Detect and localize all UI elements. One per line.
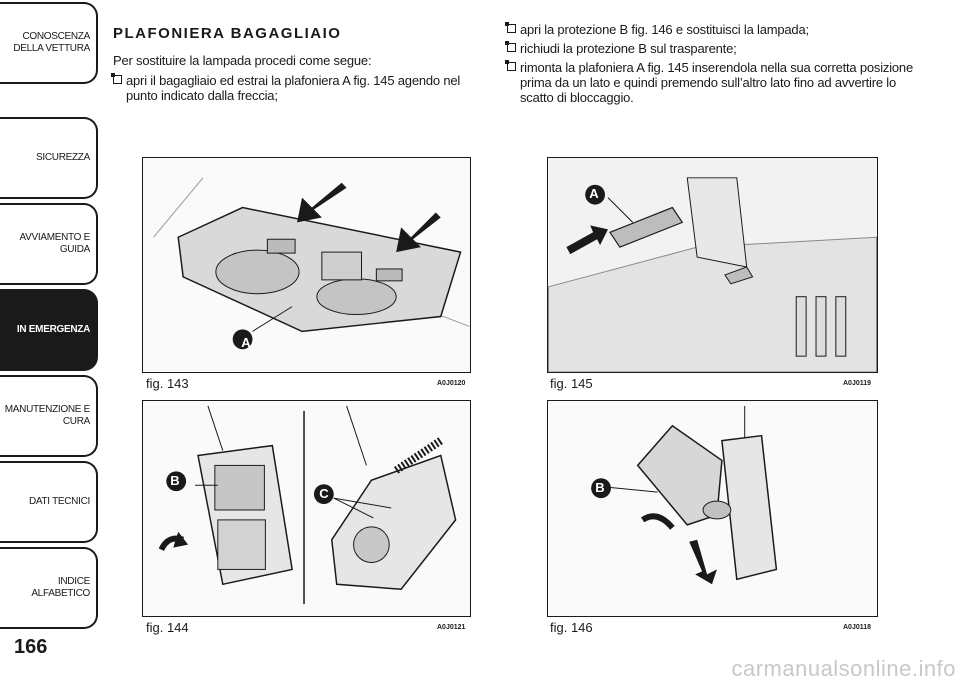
- list-item: rimonta la plafoniera A fig. 145 inseren…: [505, 60, 917, 105]
- figure-143-image: [142, 157, 471, 373]
- figure-code: A0J0119: [843, 380, 872, 387]
- callout-letter: B: [595, 480, 605, 495]
- figure-code: A0J0120: [437, 380, 466, 387]
- intro-text: Per sostituire la lampada procedi come s…: [113, 53, 372, 68]
- tab-label: IN EMERGENZA: [16, 324, 90, 335]
- callout-letter: A: [589, 186, 599, 201]
- tab-dati-tecnici[interactable]: DATI TECNICI: [0, 461, 98, 543]
- tab-label: MANUTENZIONE E CURA: [4, 404, 91, 427]
- figure-code: A0J0118: [843, 624, 872, 631]
- figure-caption: fig. 144: [146, 620, 189, 635]
- section-title: PLAFONIERA BAGAGLIAIO: [113, 25, 342, 42]
- tab-manutenzione[interactable]: MANUTENZIONE E CURA: [0, 375, 98, 457]
- checkbox-bullet-icon: [505, 60, 516, 71]
- bullet-text: richiudi la protezione B sul trasparente…: [520, 41, 737, 56]
- figure-145-image: [547, 157, 878, 373]
- tab-label: AVVIAMENTO E GUIDA: [19, 232, 91, 255]
- tab-label: SICUREZZA: [36, 152, 90, 163]
- figure-caption: fig. 146: [550, 620, 593, 635]
- lamp-cover-open-illustration: [158, 405, 457, 605]
- dome-light-illustration: [153, 177, 470, 350]
- tab-label: CONOSCENZA DELLA VETTURA: [13, 31, 90, 54]
- bullet-text: apri il bagagliaio ed estrai la plafonie…: [126, 73, 461, 103]
- left-column: PLAFONIERA BAGAGLIAIO Per sostituire la …: [111, 22, 493, 107]
- checkbox-bullet-icon: [505, 22, 516, 33]
- right-column: apri la protezione B fig. 146 e sostitui…: [505, 22, 917, 109]
- list-item: apri la protezione B fig. 146 e sostitui…: [505, 22, 917, 37]
- tab-label: DATI TECNICI: [28, 496, 90, 507]
- list-item: richiudi la protezione B sul trasparente…: [505, 41, 917, 56]
- figure-146-image: [547, 400, 878, 617]
- checkbox-bullet-icon: [505, 41, 516, 52]
- callout-letter: B: [170, 473, 180, 488]
- tab-conoscenza[interactable]: CONOSCENZA DELLA VETTURA: [0, 2, 98, 84]
- tab-avviamento[interactable]: AVVIAMENTO E GUIDA: [0, 203, 98, 285]
- watermark-text: carmanualsonline.info: [731, 656, 956, 681]
- bullet-text: apri la protezione B fig. 146 e sostitui…: [520, 22, 809, 37]
- figure-caption: fig. 145: [550, 376, 593, 391]
- trunk-light-removal-illustration: [548, 158, 877, 372]
- bullet-text: rimonta la plafoniera A fig. 145 inseren…: [520, 60, 913, 105]
- callout-letter: A: [241, 335, 251, 350]
- figure-144-image: [142, 400, 471, 617]
- checkbox-bullet-icon: [111, 73, 122, 84]
- chapter-sidebar: CONOSCENZA DELLA VETTURA SICUREZZA AVVIA…: [0, 0, 100, 686]
- tab-indice-alfabetico[interactable]: INDICE ALFABETICO: [0, 547, 98, 629]
- tab-sicurezza[interactable]: SICUREZZA: [0, 117, 98, 199]
- list-item: apri il bagagliaio ed estrai la plafonie…: [111, 73, 493, 103]
- figure-code: A0J0121: [437, 624, 466, 631]
- lamp-replacement-illustration: [591, 405, 778, 585]
- tab-in-emergenza[interactable]: IN EMERGENZA: [0, 289, 98, 371]
- page-number: 166: [14, 636, 48, 658]
- tab-label: INDICE ALFABETICO: [31, 576, 90, 599]
- callout-letter: C: [319, 486, 329, 501]
- figure-caption: fig. 143: [146, 376, 189, 391]
